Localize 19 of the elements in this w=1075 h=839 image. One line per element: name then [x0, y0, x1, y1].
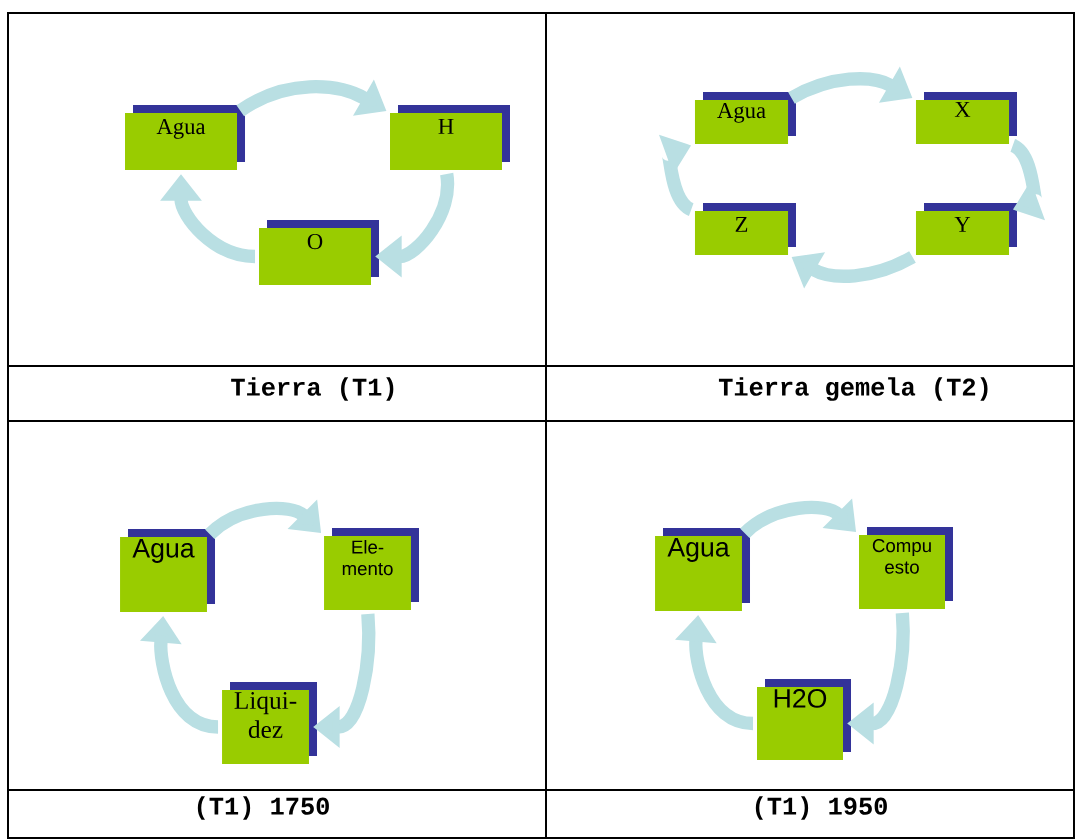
caption: Tierra (T1)	[231, 377, 394, 401]
process-box: Agua	[694, 92, 796, 144]
process-box: Compu esto	[859, 527, 953, 609]
caption: (T1) 1950	[755, 796, 887, 820]
process-box: O	[259, 220, 379, 286]
arrow	[659, 134, 695, 216]
process-box: X	[915, 92, 1017, 144]
process-box: Agua	[125, 105, 245, 171]
process-box: H2O	[757, 679, 851, 761]
process-box: Ele- mento	[324, 528, 419, 610]
process-box: H	[390, 105, 510, 171]
process-box: Z	[694, 203, 796, 255]
caption: (T1) 1750	[197, 796, 329, 820]
caption: Tierra gemela (T2)	[718, 377, 988, 401]
process-box: Y	[915, 203, 1017, 255]
process-box: Agua	[120, 529, 215, 612]
process-box: Liqui- dez	[222, 682, 317, 764]
arrow	[1009, 139, 1045, 221]
process-box: Agua	[655, 528, 750, 611]
